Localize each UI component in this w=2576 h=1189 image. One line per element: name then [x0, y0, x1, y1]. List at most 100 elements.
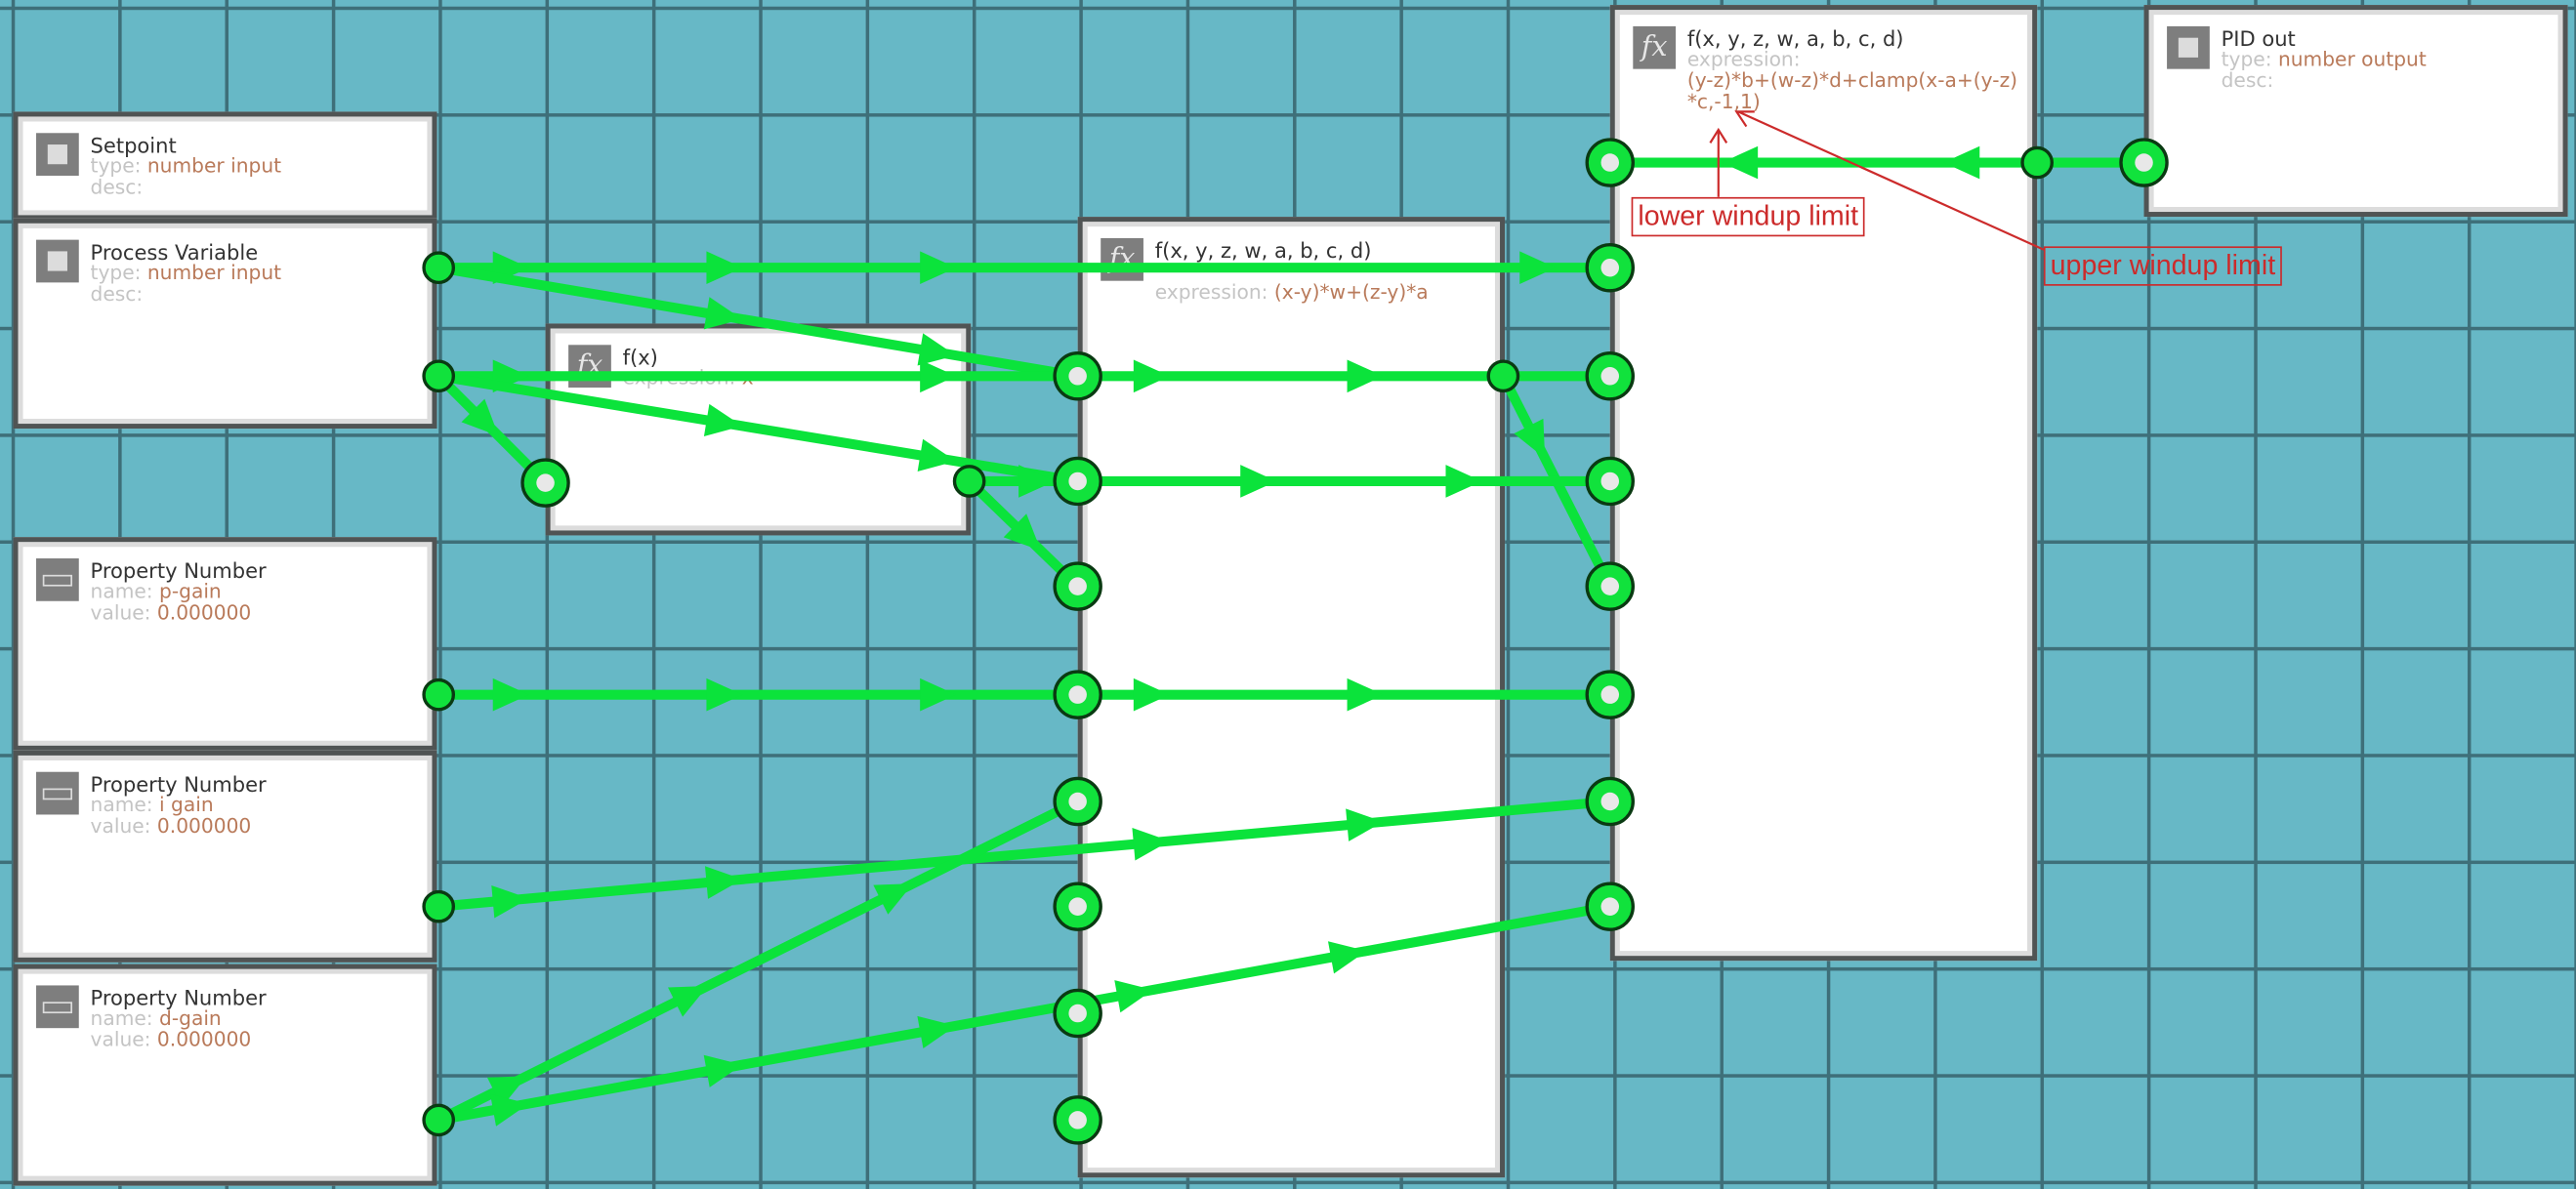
input-port-hole: [1068, 367, 1087, 386]
name-label: name:: [90, 579, 153, 603]
input-port-hole: [1068, 577, 1087, 595]
input-port-hole: [1600, 685, 1620, 704]
wire-arrow: [491, 884, 529, 919]
wire-arrow: [706, 677, 743, 712]
wire-arrow: [1514, 418, 1546, 459]
node-property-d-gain[interactable]: Property Number name: d-gain value: 0.00…: [13, 964, 437, 1186]
value-value: 0.000000: [156, 600, 252, 625]
annotation-lower-windup-limit: lower windup limit: [1631, 196, 1865, 237]
node-title: Setpoint: [90, 133, 177, 158]
node-pid-out[interactable]: PID out type: number output desc:: [2143, 5, 2568, 218]
wire-arrow: [917, 438, 956, 472]
output-port[interactable]: [952, 465, 986, 498]
type-label: type:: [90, 261, 142, 285]
wire-arrow: [1347, 359, 1384, 393]
name-value: i gain: [159, 793, 214, 817]
value-label: value:: [90, 814, 151, 839]
output-port[interactable]: [2020, 145, 2054, 180]
value-value: 0.000000: [156, 1028, 252, 1051]
wire-arrow: [703, 297, 743, 330]
input-port-hole: [1068, 897, 1087, 916]
name-label: name:: [90, 1006, 153, 1030]
wire-arrow: [1133, 359, 1170, 393]
wire-arrow: [704, 866, 743, 899]
input-port-hole: [1600, 472, 1620, 491]
input-port-hole: [1600, 367, 1620, 386]
output-port[interactable]: [422, 251, 456, 285]
connection-wire[interactable]: [437, 371, 1079, 486]
expression-value-line2: *c,-1,1): [1686, 90, 1761, 114]
connection-wire[interactable]: [437, 263, 1079, 382]
input-port-hole: [1600, 897, 1620, 916]
desc-label: desc:: [2221, 68, 2274, 93]
node-process-variable[interactable]: Process Variable type: number input desc…: [13, 218, 437, 430]
wire-arrow: [489, 1093, 529, 1127]
expression-value-line1: (y-z)*b+(w-z)*d+clamp(x-a+(y-z): [1686, 68, 2018, 93]
arrowhead-icon: [1709, 127, 1728, 144]
value-value: 0.000000: [156, 814, 252, 839]
node-property-i-gain[interactable]: Property Number name: i gain value: 0.00…: [13, 750, 437, 963]
arrowhead-icon: [1734, 110, 1755, 128]
wire-arrow: [920, 251, 957, 285]
output-port[interactable]: [422, 359, 456, 393]
value-label: value:: [90, 1028, 151, 1051]
input-port-hole: [536, 473, 555, 492]
wire-arrow: [873, 883, 913, 915]
wire-arrow: [1114, 980, 1153, 1013]
connection-wire[interactable]: [436, 797, 1080, 1125]
wire-arrow: [920, 359, 957, 393]
connection-wire[interactable]: [437, 901, 1611, 1126]
value-label: value:: [90, 600, 151, 625]
input-port-hole: [1068, 792, 1087, 811]
output-port[interactable]: [422, 677, 456, 712]
wire-arrow: [1327, 941, 1367, 974]
name-label: name:: [90, 793, 153, 817]
type-label: type:: [2221, 47, 2272, 71]
type-value: number input: [146, 261, 282, 285]
wire-arrow: [1133, 677, 1170, 712]
type-value: number output: [2277, 47, 2427, 71]
wire-arrow: [917, 1015, 956, 1049]
node-title: Property Number: [90, 771, 267, 797]
wire-arrow: [1445, 465, 1482, 498]
wire-arrow: [917, 333, 956, 366]
node-setpoint[interactable]: Setpoint type: number input desc:: [13, 111, 437, 221]
input-port-hole: [1068, 1111, 1087, 1129]
expression-label: expression:: [1686, 47, 1801, 71]
expression-value: (x-y)*w+(z-y)*a: [1273, 280, 1429, 305]
input-port-hole: [1068, 472, 1087, 491]
node-title: f(x): [622, 345, 658, 370]
wire-arrow: [1018, 465, 1056, 498]
node-title: Property Number: [90, 985, 267, 1010]
name-value: d-gain: [159, 1006, 222, 1030]
input-port-hole: [1068, 685, 1087, 704]
input-port-hole: [1600, 258, 1620, 277]
node-title: f(x, y, z, w, a, b, c, d): [1154, 237, 1372, 264]
output-port[interactable]: [422, 889, 456, 923]
wire-arrow: [706, 251, 743, 285]
expression-label: expression:: [1154, 280, 1268, 305]
input-port-hole: [1600, 153, 1620, 172]
wire-arrow: [1346, 808, 1384, 841]
output-port[interactable]: [1486, 359, 1520, 393]
input-port-hole: [1600, 577, 1620, 595]
node-property-p-gain[interactable]: Property Number name: p-gain value: 0.00…: [13, 537, 437, 751]
wire-arrow: [668, 986, 708, 1017]
desc-label: desc:: [90, 176, 144, 199]
type-label: type:: [90, 154, 142, 178]
wire-arrow: [1347, 677, 1384, 712]
wire-arrow: [920, 677, 957, 712]
node-title: Property Number: [90, 558, 267, 584]
wire-arrow: [1722, 145, 1759, 180]
node-title: Process Variable: [90, 239, 259, 265]
wire-arrow: [492, 677, 529, 712]
output-port[interactable]: [422, 1103, 456, 1137]
node-title: PID out: [2221, 25, 2296, 52]
annotation-arrow-upper: [1737, 110, 2045, 251]
wire-arrow: [1943, 145, 1980, 180]
connection-wire[interactable]: [437, 796, 1611, 912]
wire-arrow: [1003, 513, 1041, 552]
property-icon: [36, 558, 79, 601]
